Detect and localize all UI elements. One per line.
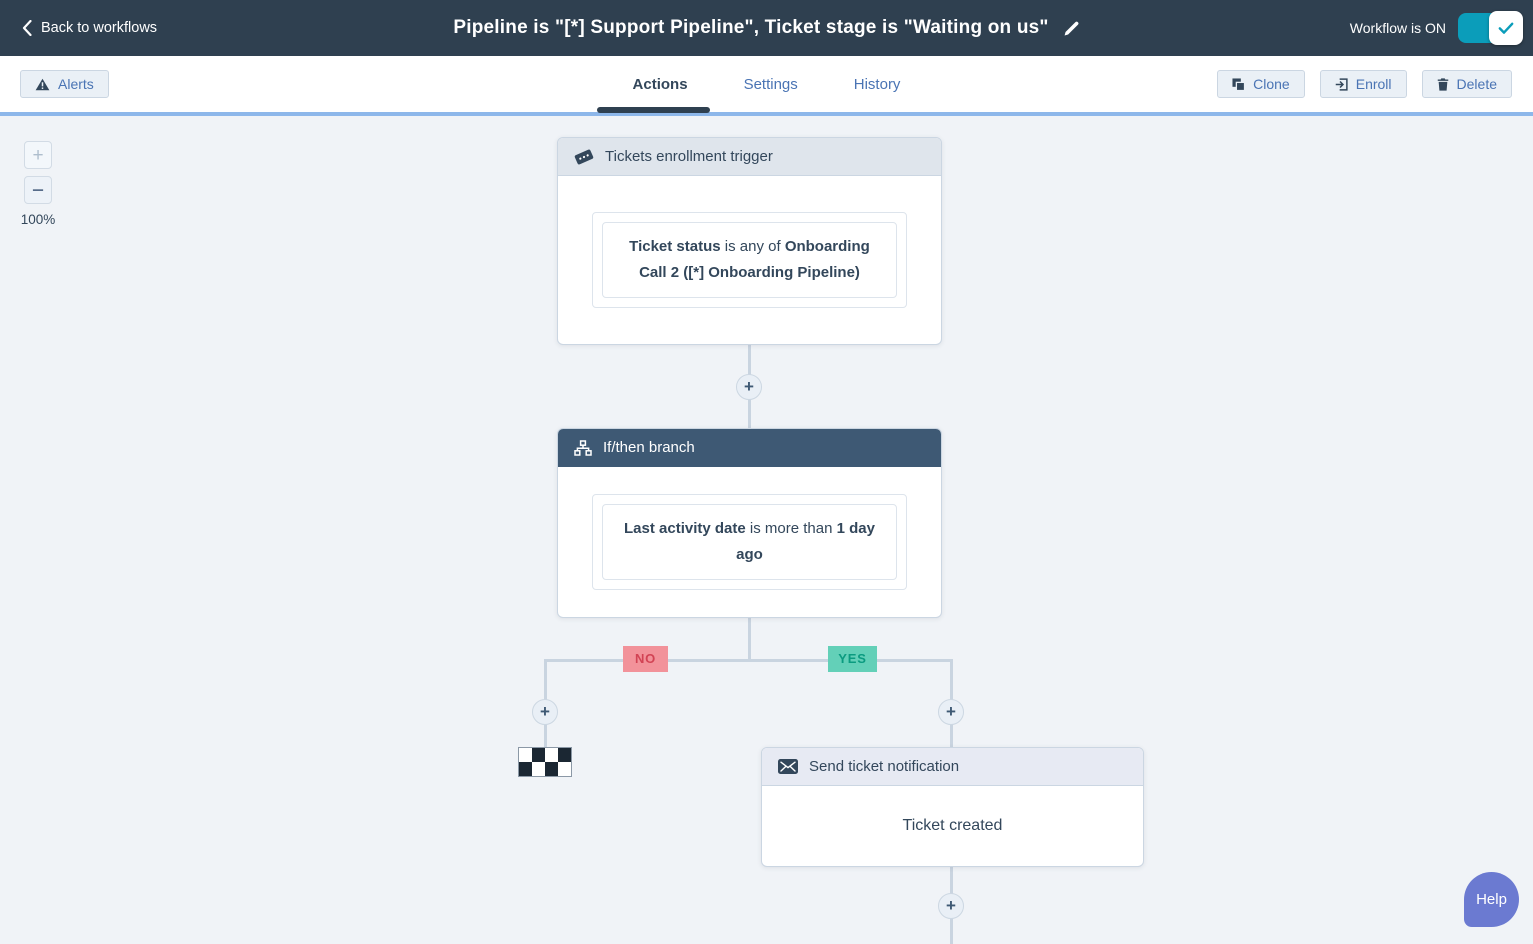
branch-no-label: NO (623, 646, 668, 672)
clone-button[interactable]: Clone (1217, 70, 1305, 98)
tab-bar: Actions Settings History (0, 56, 1533, 112)
action-node-header: Send ticket notification (762, 748, 1143, 786)
warning-icon (35, 78, 50, 91)
add-action-button-bottom[interactable]: + (938, 893, 964, 919)
tab-settings[interactable]: Settings (743, 75, 798, 93)
trash-icon (1437, 77, 1449, 91)
workflow-canvas[interactable]: + − 100% Tickets enrollment trigger Tick… (0, 116, 1533, 944)
delete-label: Delete (1456, 76, 1497, 92)
enroll-icon (1335, 77, 1348, 91)
delete-button[interactable]: Delete (1421, 70, 1512, 98)
edit-title-pencil-icon[interactable] (1063, 20, 1080, 37)
trigger-node-body: Ticket status is any of Onboarding Call … (558, 176, 941, 344)
branch-node-body: Last activity date is more than 1 day ag… (558, 467, 941, 617)
workflow-status-label: Workflow is ON (1349, 20, 1446, 36)
action-node-title: Send ticket notification (809, 758, 960, 775)
enroll-button[interactable]: Enroll (1319, 70, 1407, 98)
tab-actions[interactable]: Actions (632, 75, 688, 93)
branch-yes-label: YES (828, 646, 877, 672)
email-icon (778, 759, 798, 774)
toggle-knob (1489, 11, 1523, 45)
clone-icon (1232, 77, 1246, 91)
active-tab-indicator (597, 107, 710, 113)
node-if-then-branch[interactable]: If/then branch Last activity date is mor… (557, 428, 942, 618)
ticket-icon (574, 148, 594, 166)
add-action-button-top[interactable]: + (736, 374, 762, 400)
tab-history[interactable]: History (853, 75, 901, 93)
help-button[interactable]: Help (1464, 872, 1519, 927)
back-to-workflows-link[interactable]: Back to workflows (22, 0, 157, 56)
branch-node-title: If/then branch (603, 439, 695, 456)
branch-filter-group: Last activity date is more than 1 day ag… (592, 494, 907, 590)
check-icon (1498, 22, 1514, 34)
action-node-body: Ticket created (762, 786, 1143, 866)
node-send-ticket-notification[interactable]: Send ticket notification Ticket created (761, 747, 1144, 867)
alerts-label: Alerts (58, 76, 94, 92)
add-action-button-no-branch[interactable]: + (532, 699, 558, 725)
chevron-left-icon (22, 20, 32, 36)
zoom-in-button[interactable]: + (24, 141, 52, 169)
end-of-workflow-flag (518, 747, 572, 777)
workflow-on-toggle[interactable] (1458, 11, 1523, 45)
zoom-level-label: 100% (20, 212, 56, 227)
top-navbar: Back to workflows Pipeline is "[*] Suppo… (0, 0, 1533, 56)
help-label: Help (1476, 891, 1507, 908)
zoom-out-button[interactable]: − (24, 176, 52, 204)
enroll-label: Enroll (1355, 76, 1392, 92)
toolbar: Alerts Actions Settings History Clone En… (0, 56, 1533, 113)
trigger-filter-group: Ticket status is any of Onboarding Call … (592, 212, 907, 308)
alerts-button[interactable]: Alerts (20, 70, 109, 98)
connector-branch-split (545, 659, 953, 662)
branch-icon (574, 439, 592, 456)
back-label: Back to workflows (41, 20, 158, 36)
branch-condition: Last activity date is more than 1 day ag… (602, 504, 897, 580)
branch-node-header: If/then branch (558, 429, 941, 467)
add-action-button-yes-branch[interactable]: + (938, 699, 964, 725)
clone-label: Clone (1253, 76, 1290, 92)
trigger-node-title: Tickets enrollment trigger (605, 148, 773, 165)
trigger-condition: Ticket status is any of Onboarding Call … (602, 222, 897, 298)
trigger-node-header: Tickets enrollment trigger (558, 138, 941, 176)
node-tickets-enrollment-trigger[interactable]: Tickets enrollment trigger Ticket status… (557, 137, 942, 345)
connector-branch-stem (748, 618, 751, 662)
toolbar-bottom-rule (0, 112, 1533, 116)
action-node-summary: Ticket created (902, 817, 1003, 834)
workflow-title: Pipeline is "[*] Support Pipeline", Tick… (453, 17, 1049, 38)
